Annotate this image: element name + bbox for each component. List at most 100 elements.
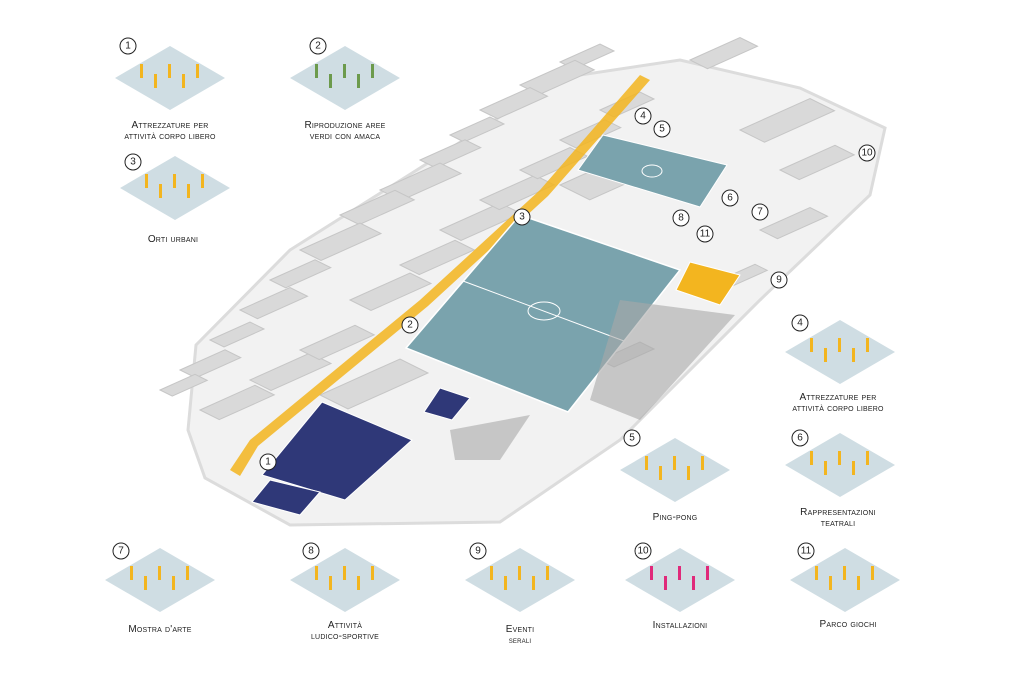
vignette-figure <box>371 566 374 580</box>
vignette-figure <box>343 64 346 78</box>
map-marker: 7 <box>751 203 769 221</box>
vignette-label: Parco giochi <box>820 619 877 630</box>
vignette-label-line: Parco giochi <box>819 619 877 630</box>
building <box>738 97 836 143</box>
vignette-figure <box>315 566 318 580</box>
vignette-figure <box>186 566 189 580</box>
map-marker: 5 <box>653 120 671 138</box>
vignette-figure <box>687 466 690 480</box>
vignette-number: 6 <box>791 429 809 447</box>
vignette-label: Installazioni <box>653 620 708 631</box>
vignette-figure <box>701 456 704 470</box>
vignette-number: 7 <box>112 542 130 560</box>
vignette-figure <box>144 576 147 590</box>
vignette-figure <box>871 566 874 580</box>
vignette-figure <box>810 451 813 465</box>
vignette-figure <box>343 566 346 580</box>
vignette-figure <box>815 566 818 580</box>
vignette-label-line: Ping-pong <box>652 512 698 523</box>
building <box>208 321 266 348</box>
vignette-figure <box>678 566 681 580</box>
vignette-label-line: Rappresentazioni <box>800 507 876 518</box>
vignette-figure <box>857 576 860 590</box>
building <box>338 189 416 226</box>
building <box>298 222 383 262</box>
vignette-label-line: Attrezzature per <box>131 120 209 131</box>
vignette-label-line: serali <box>508 635 532 645</box>
vignette-figure <box>546 566 549 580</box>
vignette-figure <box>659 466 662 480</box>
main-football-field <box>404 214 682 413</box>
building <box>418 139 482 169</box>
vignette-figure <box>182 74 185 88</box>
vignette-figure <box>645 456 648 470</box>
vignette-figure <box>518 566 521 580</box>
vignette-figure <box>673 456 676 470</box>
vignette-label-line: Attrezzature per <box>799 392 877 403</box>
building <box>268 259 332 289</box>
vignette-figure <box>824 461 827 475</box>
vignette-number: 9 <box>469 542 487 560</box>
vignette-figure <box>706 566 709 580</box>
vignette-figure <box>187 184 190 198</box>
vignette-figure <box>172 576 175 590</box>
vignette-figure <box>852 461 855 475</box>
vignette-figure <box>145 174 148 188</box>
vignette-number: 5 <box>623 429 641 447</box>
building <box>238 286 309 320</box>
vignette-figure <box>504 576 507 590</box>
vignette-figure <box>650 566 653 580</box>
vignette-figure <box>168 64 171 78</box>
vignette-figure <box>315 64 318 78</box>
vignette-label-line: attività corpo libero <box>124 131 216 142</box>
vignette-label-line: Orti urbani <box>147 234 199 245</box>
vignette-number: 3 <box>124 153 142 171</box>
vignette-label: Mostra d'arte <box>128 624 191 635</box>
vignette-figure <box>692 576 695 590</box>
vignette-figure <box>130 566 133 580</box>
vignette-label-line: Attività <box>327 620 363 631</box>
vignette-figure <box>201 174 204 188</box>
vignette-figure <box>664 576 667 590</box>
vignette-number: 8 <box>302 542 320 560</box>
vignette-figure <box>843 566 846 580</box>
vignette-number: 2 <box>309 37 327 55</box>
vignette-figure <box>490 566 493 580</box>
building <box>688 36 759 70</box>
map-marker: 10 <box>858 144 876 162</box>
building <box>178 349 242 379</box>
vignette-label-line: ludico-sportive <box>310 631 380 642</box>
vignette-figure <box>329 74 332 88</box>
vignette-number: 4 <box>791 314 809 332</box>
vignette-label: Ping-pong <box>653 512 698 523</box>
map-marker: 6 <box>721 189 739 207</box>
building <box>348 272 433 312</box>
vignette-figure <box>532 576 535 590</box>
vignette-label-line: teatrali <box>820 518 856 529</box>
vignette-figure <box>329 576 332 590</box>
vignette-figure <box>852 348 855 362</box>
vignette-figure <box>829 576 832 590</box>
map-marker: 8 <box>672 209 690 227</box>
vignette-label-line: Riproduzione aree <box>304 120 386 131</box>
yellow-courts <box>675 261 741 306</box>
vignette-label-line: Installazioni <box>652 620 708 631</box>
vignette-figure <box>154 74 157 88</box>
building <box>778 144 856 181</box>
vignette-label-line: verdi con amaca <box>309 131 381 142</box>
vignette-figure <box>173 174 176 188</box>
vignette-label-line: Eventi <box>505 624 535 635</box>
building <box>198 384 276 421</box>
building <box>398 239 476 276</box>
building <box>758 206 829 240</box>
building <box>318 358 430 410</box>
upper-field <box>577 134 728 208</box>
vignette-figure <box>196 64 199 78</box>
vignette-figure <box>158 566 161 580</box>
building <box>298 324 376 361</box>
vignette-tiles <box>105 46 900 612</box>
